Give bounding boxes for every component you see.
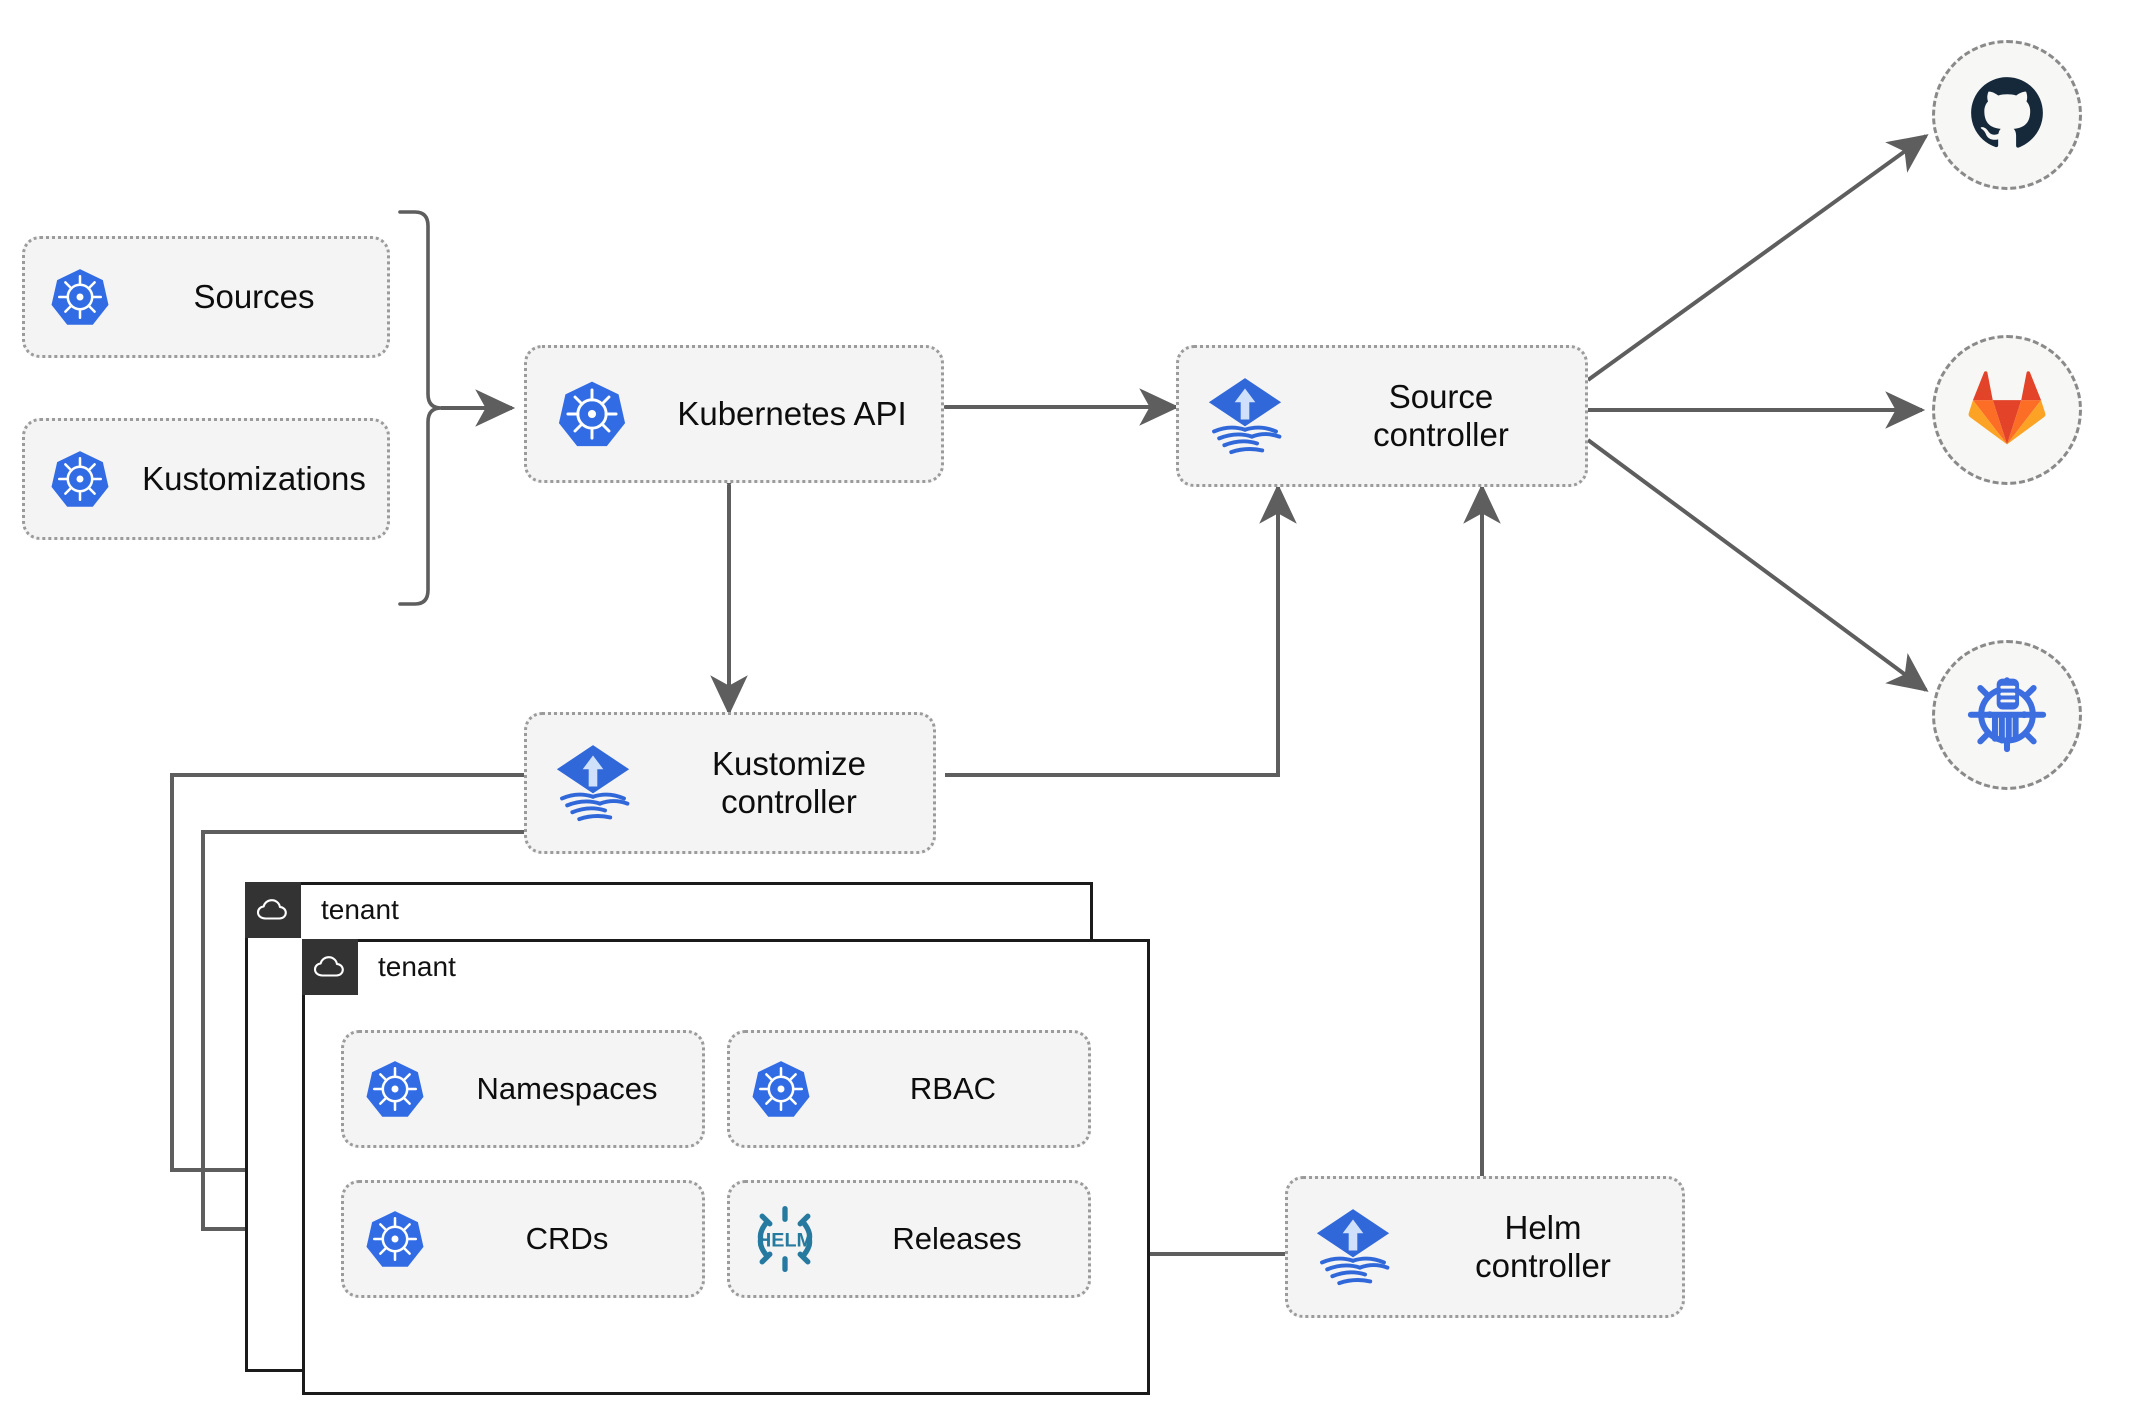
node-label: Kustomize controller [711,745,867,820]
node-label: Sources [193,278,315,316]
helm-icon: HELM [730,1204,840,1274]
kubernetes-icon [527,378,657,450]
kubernetes-icon [25,266,135,328]
node-kustomizations[interactable]: Kustomizations [22,418,390,540]
tenant-header-inner: tenant [302,939,456,995]
node-helm-controller[interactable]: Helm controller [1285,1176,1685,1318]
node-releases[interactable]: HELM Releases [727,1180,1091,1298]
node-label: Namespaces [476,1071,658,1107]
tenant-container-inner: tenant [302,939,1150,1395]
github-icon [1966,72,2048,159]
kubernetes-icon [344,1208,446,1270]
node-label: Helm controller [1475,1209,1611,1284]
edge-kustomize-source [945,483,1297,777]
node-label: Source controller [1373,378,1509,453]
node-label: Kustomizations [142,460,366,498]
node-label: RBAC [909,1071,997,1107]
node-kustomize-controller[interactable]: Kustomize controller [524,712,936,854]
node-source-controller[interactable]: Source controller [1176,345,1588,487]
kubernetes-icon [25,448,135,510]
cloud-icon [245,882,301,938]
node-label: Releases [892,1221,1022,1257]
node-namespaces[interactable]: Namespaces [341,1030,705,1148]
node-label: Kubernetes API [677,395,907,433]
kubernetes-icon [730,1058,832,1120]
tenant-label-outer: tenant [321,894,399,925]
provider-github[interactable] [1932,40,2082,190]
helm-repository-icon [1964,670,2050,761]
node-sources[interactable]: Sources [22,236,390,358]
node-kubernetes-api[interactable]: Kubernetes API [524,345,944,483]
provider-helm-repository[interactable] [1932,640,2082,790]
node-crds[interactable]: CRDs [341,1180,705,1298]
provider-gitlab[interactable] [1932,335,2082,485]
flux-icon [527,740,659,826]
tenant-header-outer: tenant [245,882,399,938]
flux-icon [1288,1204,1418,1290]
node-rbac[interactable]: RBAC [727,1030,1091,1148]
edge-source-github [1586,134,1929,382]
flux-icon [1179,373,1311,459]
edge-source-helmrepo [1586,438,1929,692]
edge-inputs-brace [398,210,442,606]
node-label: CRDs [525,1221,609,1257]
tenant-label-inner: tenant [378,951,456,982]
gitlab-icon [1967,370,2047,451]
cloud-icon [302,939,358,995]
svg-text:HELM: HELM [757,1230,813,1252]
kubernetes-icon [344,1058,446,1120]
